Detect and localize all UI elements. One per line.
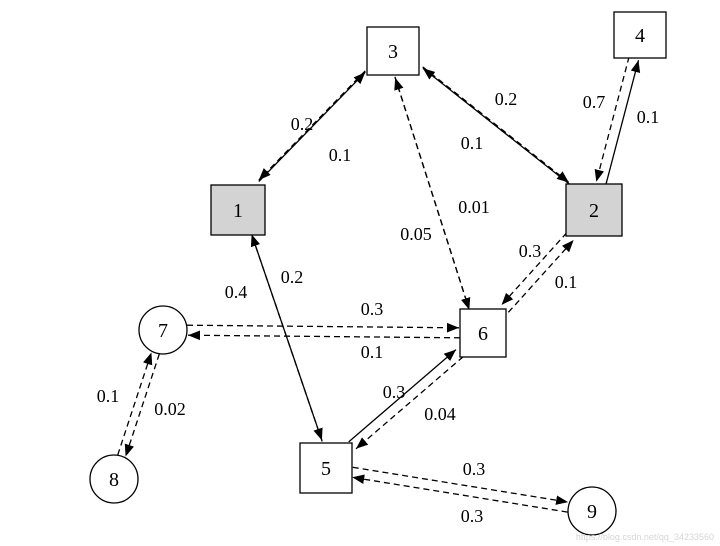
watermark: https://blog.csdn.net/qq_34233560 xyxy=(575,532,714,542)
node-6-square xyxy=(459,308,507,358)
edge-6-to-5 xyxy=(355,356,464,450)
edge-label-7-to-8: 0.1 xyxy=(97,386,120,406)
edge-label-8-to-7: 0.02 xyxy=(154,399,186,419)
edge-label-6-to-2: 0.3 xyxy=(519,241,542,261)
node-label-6: 6 xyxy=(478,323,488,345)
edge-label-4-to-2: 0.7 xyxy=(583,92,606,112)
node-5: 5 xyxy=(299,442,353,494)
node-7: 7 xyxy=(138,305,188,355)
edge-7-to-8 xyxy=(124,353,160,457)
node-7-circle xyxy=(138,305,188,355)
edge-7-to-6 xyxy=(186,322,460,333)
node-1-square xyxy=(210,184,266,236)
node-label-9: 9 xyxy=(587,501,597,523)
edge-4-to-2 xyxy=(594,56,630,182)
edge-label-6-to-5: 0.04 xyxy=(424,404,456,424)
edges-layer: 0.1 0.2 0.1 0.2 0.1 0.7 0.4 0.2 0.05 0.01 0.3 0.1 0.… xyxy=(97,56,660,526)
edge-2-to-3 xyxy=(422,67,570,185)
node-9: 9 xyxy=(567,486,617,536)
node-4-square xyxy=(613,11,667,59)
edge-8-to-7 xyxy=(117,352,153,456)
edge-3-to-1 xyxy=(258,70,366,181)
node-6: 6 xyxy=(459,308,507,358)
edge-6-to-7 xyxy=(187,330,461,341)
edge-label-2-to-6: 0.1 xyxy=(555,272,578,292)
node-label-7: 7 xyxy=(158,320,168,342)
node-3: 3 xyxy=(366,26,420,76)
node-8: 8 xyxy=(89,454,139,504)
edge-label-6-to-3: 0.05 xyxy=(400,224,432,244)
edge-5-to-6 xyxy=(348,349,457,443)
edge-label-2-to-4: 0.1 xyxy=(637,107,660,127)
node-2: 2 xyxy=(565,183,623,237)
node-5-square xyxy=(299,442,353,494)
node-label-4: 4 xyxy=(635,25,645,47)
node-4: 4 xyxy=(613,11,667,59)
edge-label-1-to-3: 0.1 xyxy=(329,145,352,165)
edge-5-to-1 xyxy=(250,234,323,442)
edge-label-2-to-3: 0.1 xyxy=(461,133,484,153)
node-label-3: 3 xyxy=(388,41,398,63)
edge-5-to-9 xyxy=(352,466,569,505)
node-1: 1 xyxy=(210,184,266,236)
edge-1-to-3 xyxy=(258,71,366,182)
node-2-square xyxy=(565,183,623,237)
nodes-layer: 1 2 3 4 5 6 7 8 9 xyxy=(89,11,667,536)
edge-label-3-to-1: 0.2 xyxy=(291,114,314,134)
edge-label-1-to-5: 0.4 xyxy=(225,282,248,302)
node-label-8: 8 xyxy=(109,469,119,491)
edge-label-6-to-7: 0.1 xyxy=(361,342,384,362)
edge-6-to-2 xyxy=(507,239,575,313)
node-8-circle xyxy=(89,454,139,504)
edge-9-to-5 xyxy=(352,474,568,513)
edge-label-9-to-5: 0.3 xyxy=(461,506,484,526)
edge-2-to-4 xyxy=(605,60,641,186)
node-label-1: 1 xyxy=(233,200,243,222)
node-9-circle xyxy=(567,486,617,536)
edge-3-to-2 xyxy=(422,66,570,184)
edge-label-7-to-6: 0.3 xyxy=(361,299,384,319)
edge-label-3-to-2: 0.2 xyxy=(495,89,518,109)
node-label-2: 2 xyxy=(589,200,599,222)
edge-3-to-6 xyxy=(394,76,471,311)
node-label-5: 5 xyxy=(321,458,331,480)
node-3-square xyxy=(366,26,420,76)
edge-2-to-6 xyxy=(501,232,568,306)
edge-label-5-to-6: 0.3 xyxy=(383,382,406,402)
edge-label-5-to-1: 0.2 xyxy=(281,267,304,287)
edge-label-3-to-6: 0.01 xyxy=(458,197,490,217)
edge-label-5-to-9: 0.3 xyxy=(463,459,486,479)
